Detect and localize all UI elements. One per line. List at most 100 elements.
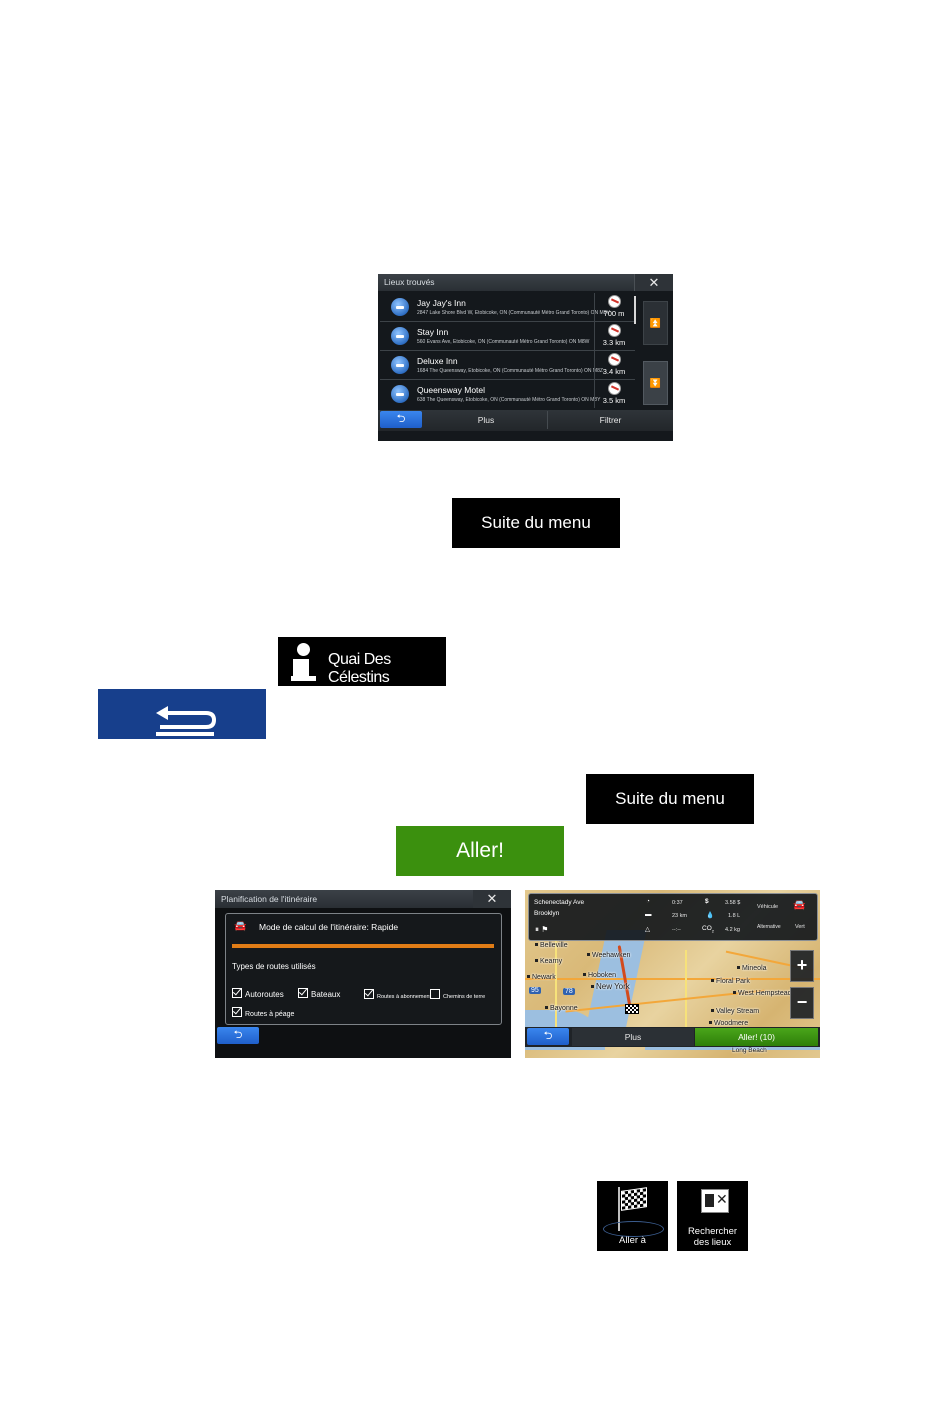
direction-compass-icon — [608, 353, 621, 366]
poi-pin-icon — [391, 356, 409, 374]
search-places-label-2: des lieux — [693, 1237, 732, 1248]
route-eta: --:-- — [672, 927, 681, 933]
list-item[interactable]: Deluxe Inn 1684 The Queensway, Etobicoke… — [380, 351, 635, 380]
more-menu-button[interactable]: Suite du menu — [586, 774, 754, 824]
poi-pin-icon — [391, 298, 409, 316]
place-address: 2847 Lake Shore Blvd W, Etobicoke, ON (C… — [417, 310, 610, 316]
traffic-icon: ⏸ ⚑ — [535, 925, 549, 934]
route-mode: Mode de calcul de l'itinéraire: Rapide — [259, 922, 399, 932]
direction-compass-icon — [608, 295, 621, 308]
checkbox-unchecked-icon — [430, 989, 440, 999]
fuel-drop-icon: 💧 — [706, 912, 715, 919]
checkered-flag-icon — [621, 1187, 647, 1211]
checkbox-highways[interactable]: Autoroutes — [232, 988, 284, 999]
more-button[interactable]: Plus — [425, 411, 548, 429]
route-planning-panel: Planification de l'itinéraire ✕ 🚘 Mode d… — [215, 890, 511, 1058]
zoom-in-button[interactable]: + — [790, 950, 814, 982]
place-address: 638 The Queensway, Etobicoke, ON (Commun… — [417, 397, 601, 403]
places-found-header: Lieux trouvés ✕ — [378, 274, 673, 291]
places-found-title: Lieux trouvés — [384, 277, 435, 287]
scroll-down-button[interactable]: ⏬ — [643, 361, 668, 405]
cost-icon: $ — [705, 898, 709, 905]
place-distance: 3.4 km — [602, 367, 626, 376]
list-item[interactable]: Queensway Motel 638 The Queensway, Etobi… — [380, 380, 635, 408]
close-icon[interactable]: ✕ — [473, 890, 511, 908]
checkbox-subscription-roads[interactable]: Routes à abonnement — [364, 989, 431, 1000]
back-button[interactable]: ⮌ — [527, 1028, 569, 1045]
checkbox-ferries[interactable]: Bateaux — [298, 988, 340, 999]
route-mode-bar — [232, 944, 494, 948]
clock-icon: ◔ — [646, 898, 650, 905]
close-icon[interactable]: ✕ — [634, 274, 673, 291]
green-label: Vert — [795, 924, 805, 930]
go-button[interactable]: Aller! — [396, 826, 564, 876]
search-places-label-1: Rechercher — [687, 1226, 738, 1237]
car-icon: 🚘 — [234, 921, 247, 932]
place-name: Stay Inn — [417, 327, 449, 337]
more-button[interactable]: Plus — [572, 1028, 694, 1046]
checkbox-checked-icon — [232, 988, 242, 998]
route-summary-box: Schenectady Ave Brooklyn ⏸ ⚑ ◔ 0:37 $ 3.… — [528, 893, 818, 941]
place-address: 1684 The Queensway, Etobicoke, ON (Commu… — [417, 368, 603, 374]
co2-label: CO2 — [702, 925, 714, 934]
route-planning-title: Planification de l'itinéraire — [221, 894, 318, 904]
place-distance: 3.3 km — [602, 338, 626, 347]
more-menu-button[interactable]: Suite du menu — [452, 498, 620, 548]
back-arrow-icon — [156, 706, 217, 736]
info-icon — [288, 643, 318, 681]
route-map-panel[interactable]: Belleville Weehawken Kearny Hoboken Newa… — [525, 890, 820, 1058]
route-co2: 4.2 kg — [725, 927, 740, 933]
poi-pin-icon — [391, 385, 409, 403]
eta-icon: △ — [645, 926, 650, 933]
list-item[interactable]: Stay Inn 560 Evans Ave, Etobicoke, ON (C… — [380, 322, 635, 351]
place-info-label: Quai Des Célestins — [328, 651, 391, 686]
search-places-tile[interactable]: ✕ Rechercher des lieux — [677, 1181, 748, 1251]
places-found-panel: Lieux trouvés ✕ Jay Jay's Inn 2847 Lake … — [378, 274, 673, 441]
back-button[interactable] — [98, 689, 266, 739]
place-distance: 700 m — [603, 309, 625, 318]
place-name: Jay Jay's Inn — [417, 298, 466, 308]
location-area: Brooklyn — [534, 910, 560, 917]
distance-icon: ▬ — [645, 911, 652, 918]
highway-shield: 95 — [529, 987, 541, 994]
back-button[interactable]: ⮌ — [217, 1027, 259, 1044]
go-button[interactable]: Aller! (10) — [695, 1028, 818, 1046]
search-places-icon: ✕ — [701, 1189, 729, 1213]
highway-shield: 78 — [563, 988, 575, 995]
place-distance: 3.5 km — [602, 396, 626, 405]
alternative-label: Alternative — [757, 924, 781, 930]
place-name: Queensway Motel — [417, 385, 486, 395]
place-name: Deluxe Inn — [417, 356, 458, 366]
scrollbar[interactable] — [634, 296, 636, 324]
route-planning-header: Planification de l'itinéraire ✕ — [215, 890, 511, 908]
place-info-button[interactable]: Quai Des Célestins — [278, 637, 446, 686]
car-icon: 🚘 — [793, 900, 806, 911]
route-settings-box[interactable]: 🚘 Mode de calcul de l'itinéraire: Rapide… — [225, 913, 502, 1025]
place-address: 560 Evans Ave, Etobicoke, ON (Communauté… — [417, 339, 590, 345]
checkbox-checked-icon — [298, 988, 308, 998]
checkbox-checked-icon — [232, 1007, 242, 1017]
checkbox-toll-roads[interactable]: Routes à péage — [232, 1007, 294, 1018]
road-types-label: Types de routes utilisés — [232, 962, 316, 971]
checkbox-checked-icon — [364, 989, 374, 999]
list-item[interactable]: Jay Jay's Inn 2847 Lake Shore Blvd W, Et… — [380, 293, 635, 322]
back-button[interactable]: ⮌ — [380, 411, 422, 428]
go-to-label: Aller à — [619, 1235, 646, 1246]
scroll-top-button[interactable]: ⏫ — [643, 301, 668, 345]
zoom-out-button[interactable]: − — [790, 987, 814, 1019]
direction-compass-icon — [608, 324, 621, 337]
filter-button[interactable]: Filtrer — [599, 415, 622, 425]
places-list: Jay Jay's Inn 2847 Lake Shore Blvd W, Et… — [380, 293, 635, 408]
direction-compass-icon — [608, 382, 621, 395]
route-cost: 3.58 $ — [725, 900, 741, 906]
location-street: Schenectady Ave — [534, 899, 585, 906]
route-time: 0:37 — [672, 900, 683, 906]
vehicle-label: Véhicule — [757, 904, 779, 910]
poi-pin-icon — [391, 327, 409, 345]
route-fuel: 1.8 L — [728, 913, 741, 919]
places-footer — [378, 410, 673, 431]
go-to-tile[interactable]: Aller à — [597, 1181, 668, 1251]
checkbox-dirt-roads[interactable]: Chemins de terre — [430, 989, 485, 1000]
destination-flag-icon — [625, 1004, 639, 1014]
route-distance: 23 km — [672, 913, 687, 919]
